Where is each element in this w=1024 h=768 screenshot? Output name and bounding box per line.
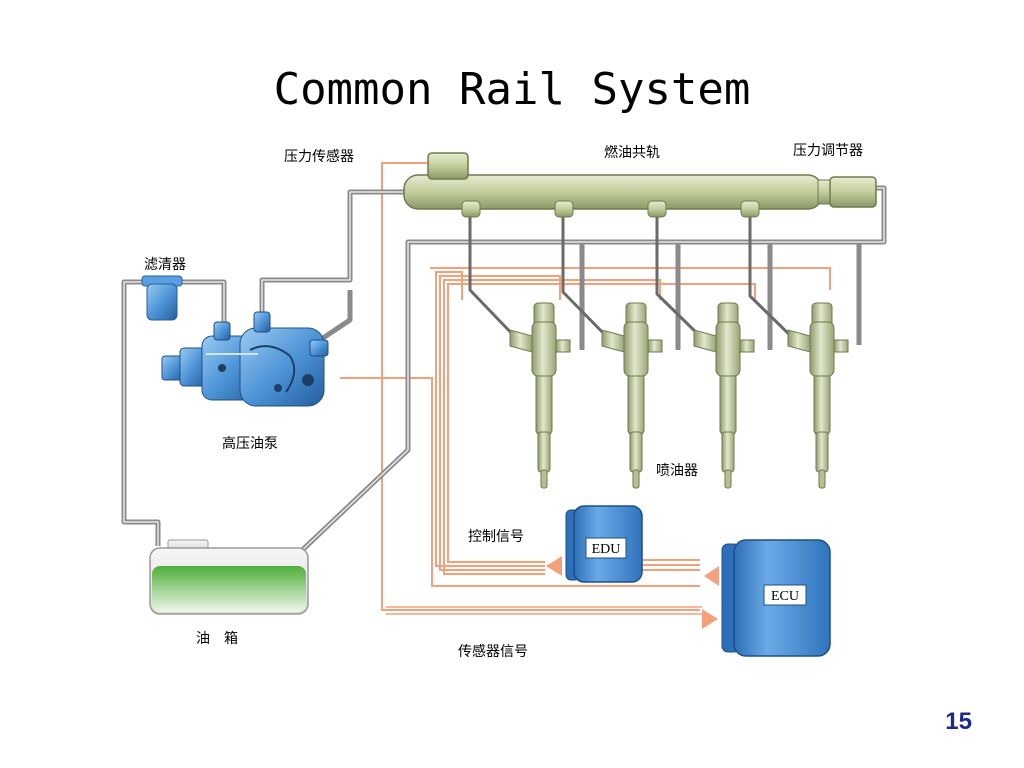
pressure-regulator-unit: [817, 176, 877, 208]
label-fuel-rail: 燃油共轨: [604, 145, 660, 161]
label-fuel-tank: 油 箱: [196, 631, 238, 647]
edu-unit: EDU: [565, 505, 643, 583]
label-filter: 滤清器: [144, 257, 186, 273]
injector-1: [509, 302, 571, 489]
label-pressure-regulator: 压力调节器: [793, 143, 863, 159]
injector-4: [787, 302, 849, 489]
fuel-tank: [149, 539, 309, 615]
injector-3: [693, 302, 755, 489]
ecu-unit: ECU: [721, 539, 831, 657]
label-pressure-sensor: 压力传感器: [284, 149, 354, 165]
arrow-to-ecu-sensor: [702, 609, 718, 629]
edu-label: EDU: [592, 542, 621, 557]
label-injector: 喷油器: [656, 463, 698, 479]
arrow-from-edu-to-ecu: [704, 566, 719, 586]
arrow-to-edu: [546, 556, 562, 576]
ecu-label: ECU: [771, 589, 799, 604]
injector-feed-lines: [468, 215, 799, 344]
fuel-filter: [141, 275, 183, 321]
label-sensor-signal: 传感器信号: [458, 644, 528, 660]
high-pressure-pump: [161, 311, 329, 407]
pressure-sensor-unit: [427, 152, 469, 180]
injector-2: [601, 302, 663, 489]
injectors: [509, 302, 849, 489]
fuel-rail: [403, 174, 823, 218]
slide-title: Common Rail System: [273, 64, 751, 115]
label-high-pressure-pump: 高压油泵: [222, 436, 278, 452]
label-control-signal: 控制信号: [468, 529, 524, 545]
page-number: 15: [945, 708, 972, 735]
fuel-lines-highlight: [123, 187, 885, 557]
